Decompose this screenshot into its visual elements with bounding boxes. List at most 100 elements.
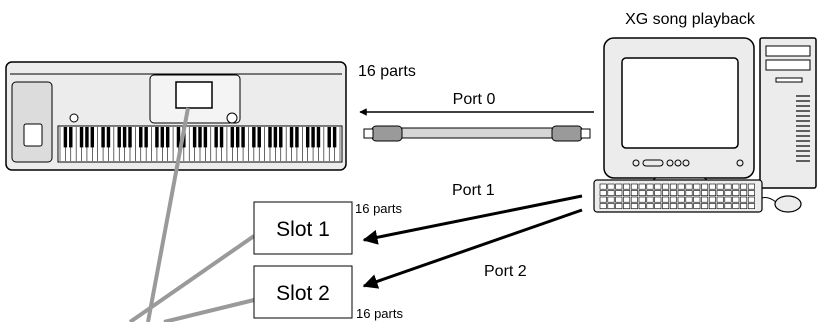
slot2-box [253, 265, 353, 319]
pc-key [747, 196, 755, 203]
pc-key [724, 203, 732, 209]
pc-key [677, 190, 685, 196]
pc-key [747, 190, 755, 196]
pc-key [630, 203, 638, 209]
pc-key [732, 196, 740, 203]
slot1-parts-label: 16 parts [355, 201, 402, 216]
tower-floppy-slot [775, 77, 803, 83]
black-key [155, 127, 159, 148]
black-key [203, 127, 208, 148]
pc-key [747, 183, 755, 190]
black-key [128, 127, 132, 148]
keyboard-display-screen [175, 81, 213, 109]
black-key [165, 127, 170, 148]
computer-keyboard-keys [599, 183, 755, 209]
pc-key [638, 196, 646, 203]
pc-key [701, 190, 709, 196]
pc-key [669, 196, 677, 203]
computer [593, 37, 817, 213]
keyboard-knob-left [69, 113, 79, 123]
pc-key [607, 190, 615, 196]
cable-tip-right [580, 128, 591, 139]
black-key [192, 127, 197, 148]
black-key [139, 127, 143, 148]
pc-key [693, 190, 701, 196]
pc-key [693, 196, 701, 203]
cable-tip-left [363, 128, 374, 139]
pc-key [747, 203, 755, 209]
pc-key [716, 190, 724, 196]
pc-key [708, 183, 716, 190]
keyboard-speaker-grille [23, 123, 43, 147]
pc-key [615, 190, 623, 196]
mouse-cable [761, 197, 777, 203]
black-key [101, 127, 105, 148]
pc-key [630, 196, 638, 203]
pc-key [607, 196, 615, 203]
pc-key [654, 190, 662, 196]
pc-key [623, 203, 631, 209]
pc-key [732, 183, 740, 190]
pc-key [701, 203, 709, 209]
black-key [117, 127, 121, 148]
pc-key [708, 203, 716, 209]
cable-plug-right [551, 125, 583, 142]
port1-label: Port 1 [452, 182, 495, 199]
usb-cable [363, 125, 591, 142]
pc-key [615, 196, 623, 203]
slot2-connector-line [163, 298, 255, 322]
pc-key [669, 183, 677, 190]
monitor-screen [621, 57, 739, 149]
pc-key [654, 196, 662, 203]
pc-key [669, 203, 677, 209]
tower-vents [796, 95, 810, 162]
pc-key [701, 196, 709, 203]
pc-key [615, 183, 623, 190]
port1-arrow [362, 194, 583, 245]
pc-key [693, 183, 701, 190]
black-key [241, 127, 245, 148]
pc-key [638, 203, 646, 209]
black-key [106, 127, 111, 148]
pc-key [677, 203, 685, 209]
pc-key [685, 190, 693, 196]
pc-key [693, 203, 701, 209]
pc-key [685, 196, 693, 203]
pc-key [646, 203, 654, 209]
monitor-controls [632, 159, 744, 167]
black-key [230, 127, 235, 148]
cable-plug-left [371, 125, 403, 142]
pc-key [615, 203, 623, 209]
black-key [295, 127, 299, 148]
slot1-connector-line [128, 234, 256, 322]
pc-key [662, 203, 670, 209]
black-key [160, 127, 165, 148]
slot1-label: Slot 1 [276, 218, 330, 241]
keyboard-parts-label: 16 parts [358, 63, 416, 80]
pc-key [685, 183, 693, 190]
pc-key [646, 196, 654, 203]
black-key [289, 127, 294, 148]
black-key [252, 127, 256, 148]
pc-key [732, 190, 740, 196]
pc-key [638, 190, 646, 196]
black-key [219, 127, 224, 148]
pc-key [599, 196, 607, 203]
black-key [198, 127, 202, 148]
black-key [79, 127, 84, 148]
display-connector-line [146, 107, 190, 322]
pc-key [716, 183, 724, 190]
black-key [273, 127, 278, 148]
pc-key [646, 190, 654, 196]
pc-key [732, 203, 740, 209]
black-key [63, 127, 68, 148]
port2-arrow [362, 208, 583, 289]
pc-key [630, 190, 638, 196]
tower-drive-bay-2 [765, 59, 811, 71]
pc-key [669, 190, 677, 196]
black-key [327, 127, 331, 148]
black-key [268, 127, 272, 148]
cable-body [399, 127, 555, 139]
tower-drive-bay-1 [765, 45, 811, 57]
black-key [305, 127, 310, 148]
